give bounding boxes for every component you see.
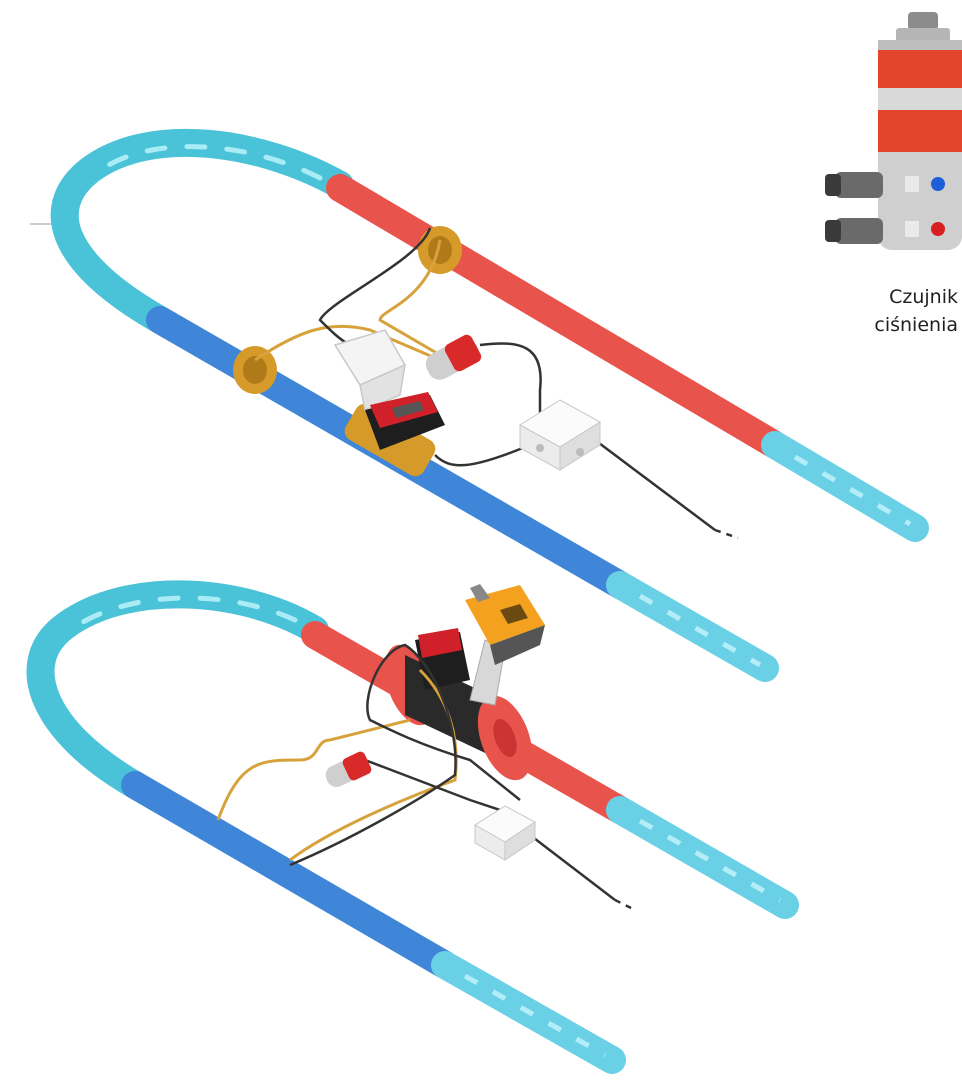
caption-line-2: ciśnienia — [818, 311, 958, 339]
bottom-capillary-1 — [218, 720, 410, 820]
top-cable-dash — [715, 530, 738, 538]
top-cable-2 — [480, 343, 541, 420]
pressure-sensor-photo — [825, 12, 962, 250]
caption-line-1: Czujnik — [818, 283, 958, 311]
top-cable-3 — [435, 445, 530, 465]
bottom-valve-actuator — [465, 584, 545, 705]
bottom-cable-out — [530, 835, 615, 900]
pressure-sensor-caption: Czujnik ciśnienia — [818, 283, 958, 339]
top-supply-fitting — [418, 226, 462, 274]
bottom-temperature-sensor — [322, 750, 373, 790]
bottom-installation — [41, 584, 785, 1060]
bottom-cable-dash — [615, 900, 635, 910]
top-return-fitting — [233, 346, 277, 394]
top-temperature-sensor — [422, 333, 484, 384]
top-cable-out — [595, 440, 715, 530]
top-water-loop — [65, 143, 340, 320]
top-junction-box — [520, 400, 600, 470]
bottom-flow-meter — [415, 628, 470, 690]
bottom-junction-box — [475, 806, 535, 860]
